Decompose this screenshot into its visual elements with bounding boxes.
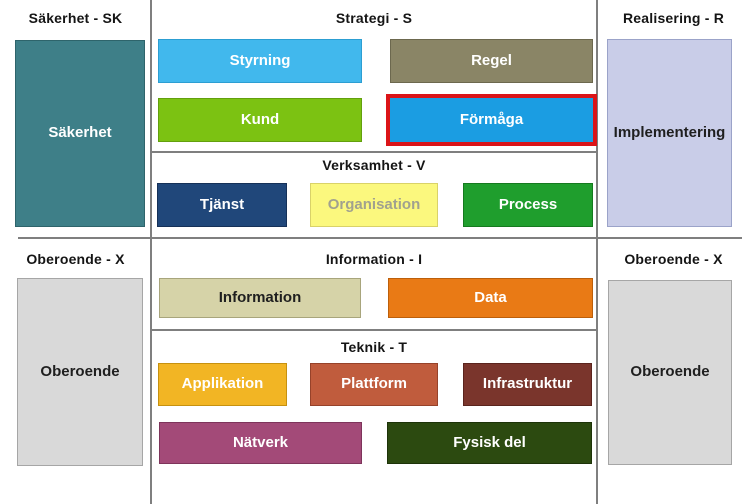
row-divider-main — [18, 237, 742, 239]
row-divider-strategi-verksamhet — [151, 151, 597, 153]
box-kund-label: Kund — [240, 110, 280, 128]
box-organisation: Organisation — [310, 183, 438, 227]
section-header-oberoende-left: Oberoende - X — [26, 251, 125, 267]
box-kund: Kund — [158, 98, 362, 142]
section-header-verksamhet: Verksamhet - V — [322, 157, 426, 173]
section-header-oberoende-right: Oberoende - X — [624, 251, 723, 267]
column-divider-right — [596, 0, 598, 504]
box-process: Process — [463, 183, 593, 227]
box-regel: Regel — [390, 39, 593, 83]
box-styrning: Styrning — [158, 39, 362, 83]
box-regel-label: Regel — [471, 51, 512, 69]
box-plattform-label: Plattform — [341, 375, 407, 393]
box-information-label: Information — [218, 288, 302, 306]
box-data: Data — [388, 278, 593, 318]
box-oberoende-right: Oberoende — [608, 280, 732, 465]
box-process-label: Process — [498, 195, 558, 213]
box-implementering: Implementering — [607, 39, 732, 227]
box-fysisk-del-label: Fysisk del — [453, 433, 526, 451]
section-header-strategi: Strategi - S — [335, 10, 413, 26]
box-infrastruktur: Infrastruktur — [463, 363, 592, 406]
section-header-sakerhet: Säkerhet - SK — [28, 10, 123, 26]
box-natverk: Nätverk — [159, 422, 362, 464]
box-data-label: Data — [474, 288, 507, 306]
box-plattform: Plattform — [310, 363, 438, 406]
box-implementering-label: Implementering — [613, 123, 726, 141]
row-divider-information-teknik — [151, 329, 597, 331]
section-header-realisering: Realisering - R — [622, 10, 725, 26]
box-oberoende-left: Oberoende — [17, 278, 143, 466]
box-applikation: Applikation — [158, 363, 287, 406]
box-sakerhet-label: Säkerhet — [48, 124, 112, 142]
box-oberoende-left-label: Oberoende — [40, 362, 120, 380]
section-header-information: Information - I — [325, 251, 423, 267]
box-formaga-label: Förmåga — [459, 110, 524, 128]
box-styrning-label: Styrning — [229, 51, 291, 69]
box-applikation-label: Applikation — [181, 375, 264, 393]
box-oberoende-right-label: Oberoende — [630, 363, 710, 381]
box-formaga-highlighted: Förmåga — [386, 94, 597, 146]
box-information: Information — [159, 278, 361, 318]
section-header-teknik: Teknik - T — [340, 339, 408, 355]
box-natverk-label: Nätverk — [232, 433, 289, 451]
column-divider-left — [150, 0, 152, 504]
box-organisation-label: Organisation — [327, 195, 421, 213]
box-tjanst-label: Tjänst — [199, 195, 245, 213]
box-infrastruktur-label: Infrastruktur — [482, 375, 573, 393]
box-sakerhet: Säkerhet — [15, 40, 145, 227]
box-fysisk-del: Fysisk del — [387, 422, 592, 464]
box-tjanst: Tjänst — [157, 183, 287, 227]
